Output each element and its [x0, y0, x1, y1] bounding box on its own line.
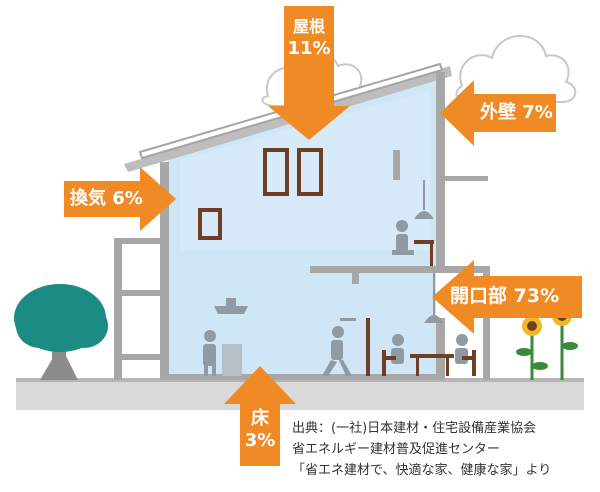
- dining-furniture: [366, 318, 476, 376]
- source-line-1: 出典：(一社)日本建材・住宅設備産業協会: [292, 421, 537, 436]
- people-figures: [203, 220, 468, 376]
- range-hood-icon: [214, 298, 248, 314]
- label-outer-wall-name: 外壁: [480, 102, 516, 123]
- label-roof: 屋根 11%: [284, 16, 334, 60]
- label-ventilation-name: 換気: [70, 188, 106, 209]
- arrow-floor: [224, 366, 296, 466]
- label-roof-name: 屋根: [292, 17, 325, 36]
- label-outer-wall: 外壁 7%: [480, 104, 553, 122]
- label-roof-percent: 11%: [287, 38, 331, 59]
- upper-windows: [198, 148, 323, 240]
- tree-icon: [14, 284, 108, 380]
- source-line-2: 省エネルギー建材普及促進センター: [292, 442, 501, 457]
- arrow-ventilation: [64, 167, 176, 231]
- house-walls: [114, 72, 490, 380]
- label-floor-percent: 3%: [244, 430, 276, 451]
- arrow-outer-wall: [440, 80, 556, 146]
- source-line-3: 「省エネ建材で、快適な家、健康な家」より: [292, 463, 552, 478]
- ground: [16, 380, 584, 410]
- label-ventilation-percent: 6%: [112, 188, 143, 209]
- arrow-openings: [432, 260, 582, 334]
- label-floor: 床 3%: [240, 408, 280, 452]
- arrow-roof: [268, 6, 350, 140]
- label-ventilation: 換気 6%: [70, 190, 143, 208]
- heat-arrows: [64, 6, 582, 466]
- label-openings-name: 開口部: [450, 285, 508, 307]
- cloud-right-icon: [455, 35, 577, 103]
- label-outer-wall-percent: 7%: [522, 102, 553, 123]
- label-floor-name: 床: [251, 408, 269, 429]
- source-citation: 出典：(一社)日本建材・住宅設備産業協会 省エネルギー建材普及促進センター 「省…: [292, 418, 551, 481]
- label-openings-percent: 73%: [513, 285, 560, 307]
- label-openings: 開口部 73%: [450, 287, 559, 306]
- lamp-icon: [414, 180, 444, 323]
